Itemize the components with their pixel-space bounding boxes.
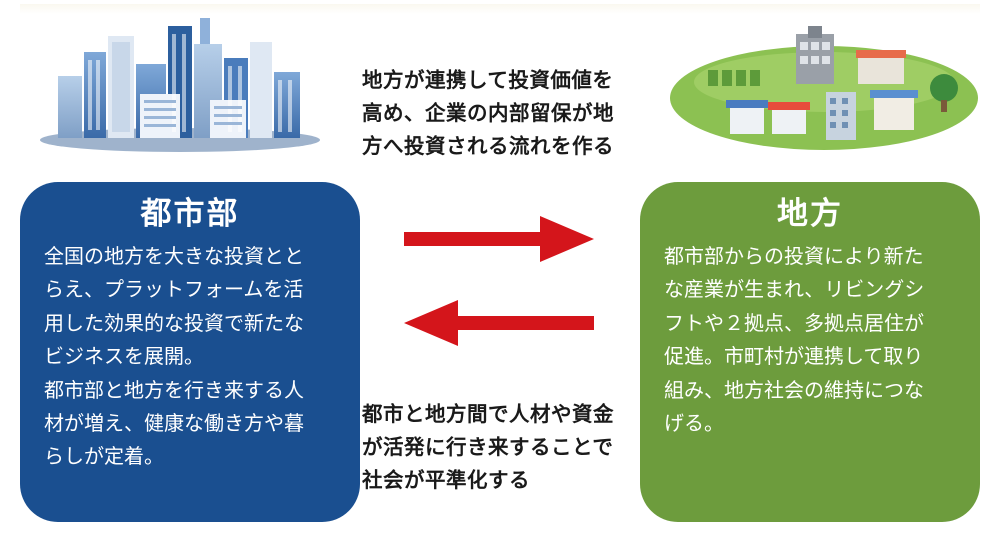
rural-card-line: 促進。市町村が連携して取り bbox=[664, 344, 924, 369]
urban-card-line: 全国の地方を大きな投資とと bbox=[44, 244, 304, 268]
rural-card: 地方 都市部からの投資により新た な産業が生まれ、リビングシ フトや２拠点、多拠… bbox=[640, 182, 980, 522]
right-arrow-icon bbox=[404, 216, 594, 262]
rural-card-body: 都市部からの投資により新た な産業が生まれ、リビングシ フトや２拠点、多拠点居住… bbox=[664, 240, 924, 440]
urban-card-line: らしが定着。 bbox=[44, 444, 164, 469]
urban-card-line: 用した効果的な投資で新たな bbox=[44, 310, 304, 335]
bottom-caption-line: 都市と地方間で人材や資金 bbox=[362, 402, 614, 426]
top-caption-line: 方へ投資される流れを作る bbox=[362, 134, 614, 158]
urban-card: 都市部 全国の地方を大きな投資とと らえ、プラットフォームを活 用した効果的な投… bbox=[20, 182, 360, 522]
rural-card-line: げる。 bbox=[664, 410, 724, 435]
bottom-caption-line: が活発に行き来することで bbox=[362, 435, 614, 459]
rural-card-line: 都市部からの投資により新た bbox=[664, 244, 924, 268]
top-caption-line: 高め、企業の内部留保が地 bbox=[362, 101, 614, 125]
bottom-caption-line: 社会が平準化する bbox=[362, 468, 530, 492]
rural-town-icon bbox=[670, 26, 978, 150]
rural-card-line: な産業が生まれ、リビングシ bbox=[664, 277, 925, 302]
city-skyline-icon bbox=[40, 18, 320, 152]
urban-card-body: 全国の地方を大きな投資とと らえ、プラットフォームを活 用した効果的な投資で新た… bbox=[44, 240, 304, 474]
top-caption-line: 地方が連携して投資価値を bbox=[362, 68, 614, 92]
urban-card-line: ビジネスを展開。 bbox=[44, 344, 204, 369]
rural-card-title: 地方 bbox=[777, 196, 843, 232]
urban-card-title: 都市部 bbox=[140, 196, 240, 232]
rural-card-line: フトや２拠点、多拠点居住が bbox=[664, 310, 924, 335]
left-arrow-icon bbox=[404, 300, 594, 346]
bottom-caption: 都市と地方間で人材や資金 が活発に行き来することで 社会が平準化する bbox=[362, 398, 614, 497]
urban-card-line: 材が増え、健康な働き方や暮 bbox=[44, 410, 304, 435]
top-caption: 地方が連携して投資価値を 高め、企業の内部留保が地 方へ投資される流れを作る bbox=[362, 64, 614, 163]
top-band bbox=[20, 4, 980, 14]
rural-card-line: 組み、地方社会の維持につな bbox=[664, 377, 924, 402]
urban-card-line: 都市部と地方を行き来する人 bbox=[44, 377, 304, 402]
urban-card-line: らえ、プラットフォームを活 bbox=[44, 277, 304, 302]
